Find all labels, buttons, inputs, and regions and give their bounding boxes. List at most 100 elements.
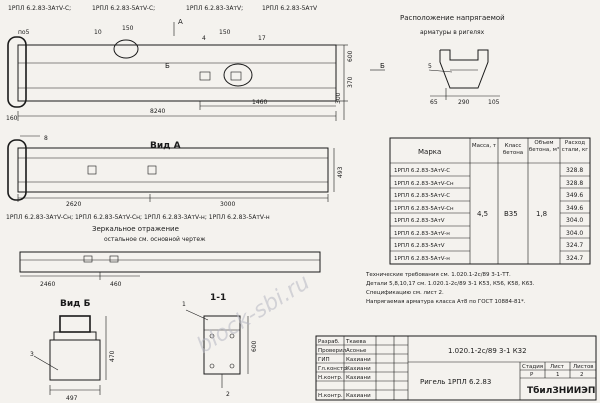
section-11-callout-2: 2 <box>226 391 230 398</box>
tb-org: ТбилЗНИИЭП <box>527 385 595 396</box>
row-mark-1: 1РПЛ 6.2.83-3AтV-С <box>394 168 450 174</box>
dim-300: 300 <box>335 92 342 104</box>
row-mark-7: 1РПЛ 6.2.83-5AтV <box>394 243 445 249</box>
note-4: Напрягаемая арматура класса Ат8 по ГОСТ … <box>366 299 526 305</box>
dim-8240: 8240 <box>150 108 165 115</box>
section-callout-5: 5 <box>428 63 432 70</box>
tb-role-5: Н.контр. <box>318 375 343 381</box>
end-block-left <box>7 36 27 108</box>
cell-mass: 4,5 <box>477 210 488 218</box>
section-drawing <box>428 49 500 100</box>
tb-name: Ригель 1РПЛ 6.2.83 <box>420 378 491 386</box>
view-b-title: Вид Б <box>60 299 91 309</box>
dim-65: 65 <box>430 99 438 106</box>
th-concrete-wrap: Класс бетона <box>502 143 524 156</box>
row-mark-5: 1РПЛ 6.2.83-3AтV <box>394 218 445 224</box>
row-mark-4: 1РПЛ 6.2.83-5AтV-Сн <box>394 206 454 212</box>
note-1: Технические требования см. 1.020.1-2с/89… <box>365 272 511 278</box>
view-b-drawing <box>33 315 107 395</box>
row-steel-2: 328.8 <box>566 180 583 187</box>
section-11-title: 1-1 <box>210 293 226 303</box>
note-2: Детали 5,8,10,17 см. 1.020.1-2с/89 3-1 К… <box>366 281 535 287</box>
mark-table <box>389 137 591 265</box>
row-steel-4: 349.6 <box>566 205 583 212</box>
view-a-drawing <box>7 135 335 202</box>
tb-role-4: Гл.констр. <box>318 366 349 372</box>
beam-outline <box>17 44 337 102</box>
dim-600-section: 600 <box>251 340 258 352</box>
view-a-labels: 1РПЛ 6.2.83-3AтV-Сн; 1РПЛ 6.2.83-5AтV-Сн… <box>6 214 270 221</box>
tb-name-5: Кахиани <box>346 375 371 381</box>
section-b-left: Б <box>165 62 170 70</box>
dim-150a: 150 <box>122 25 134 32</box>
tb-role-1: Разраб. <box>318 339 340 345</box>
dim-497: 497 <box>66 395 78 402</box>
th-concrete: Класс бетона <box>502 143 524 156</box>
dim-2620: 2620 <box>66 201 81 208</box>
row-steel-3: 349.6 <box>566 192 583 199</box>
top-view <box>7 22 385 121</box>
cell-concrete: В35 <box>504 210 518 218</box>
dim-2460: 2460 <box>40 281 55 288</box>
section-title-line1: Расположение напрягаемой <box>400 14 505 22</box>
top-mark-1: 1РПЛ 6.2.83-3AтV-С; <box>8 5 71 12</box>
cell-volume: 1,8 <box>536 210 547 218</box>
tb-sheets: 2 <box>580 372 584 378</box>
dim-460: 460 <box>110 281 122 288</box>
dim-493: 493 <box>337 166 344 178</box>
dim-105: 105 <box>488 99 500 106</box>
tb-sheet: 1 <box>556 372 560 378</box>
tb-role-7: Н.контр. <box>318 393 343 399</box>
top-mark-3: 1РПЛ 6.2.83-3AтV; <box>186 5 243 12</box>
dim-160: 160 <box>6 115 18 122</box>
callout-4: 4 <box>202 35 206 42</box>
view-a-callout-8: 8 <box>44 135 48 142</box>
dim-1460: 1460 <box>252 99 267 106</box>
row-steel-7: 324.7 <box>566 242 583 249</box>
tb-name-4: Кахиани <box>346 366 371 372</box>
section-11-drawing <box>185 309 249 388</box>
view-a-title: Вид А <box>150 141 181 151</box>
th-volume: Объем бетона, м³ <box>528 140 560 153</box>
row-steel-1: 328.8 <box>566 167 583 174</box>
row-mark-8: 1РПЛ 6.2.83-5AтV-н <box>394 256 450 262</box>
row-mark-3: 1РПЛ 6.2.83-5AтV-С <box>394 193 450 199</box>
callout-po5: по5 <box>18 29 30 36</box>
tb-name-3: Кахиани <box>346 357 371 363</box>
view-b-callout-3: 3 <box>30 351 34 358</box>
callout-10: 10 <box>94 29 102 36</box>
tb-stage: Р <box>530 372 534 378</box>
tb-sheets-header: Листов <box>573 364 594 370</box>
tb-role-3: ГИП <box>318 357 330 363</box>
tb-role-2: Проверил <box>318 348 347 354</box>
callout-17-circle <box>223 63 253 87</box>
title-block <box>315 335 597 401</box>
tb-name-7: Кахиани <box>346 393 371 399</box>
th-steel: Расход стали, кг <box>561 140 589 153</box>
mirror-title: Зеркальное отражение <box>92 225 179 233</box>
callout-10-circle <box>113 39 139 59</box>
mirror-subtitle: остальное см. основной чертеж <box>104 236 206 243</box>
row-steel-8: 324.7 <box>566 255 583 262</box>
tb-stage-header: Стадия <box>522 364 543 370</box>
note-3: Спецификацию см. лист 2. <box>366 290 444 296</box>
row-steel-6: 304.0 <box>566 230 583 237</box>
th-mass: Масса, т <box>471 143 497 149</box>
tb-code: 1.020.1-2с/89 3-1 К32 <box>448 347 527 355</box>
dim-600: 600 <box>347 50 354 62</box>
row-steel-5: 304.0 <box>566 217 583 224</box>
arrow-a-label: А <box>178 18 183 26</box>
dim-3000: 3000 <box>220 201 235 208</box>
tb-sheet-header: Лист <box>550 364 565 370</box>
top-mark-2: 1РПЛ 6.2.83-5AтV-С; <box>92 5 155 12</box>
row-mark-2: 1РПЛ 6.2.83-3AтV-Сн <box>394 181 454 187</box>
th-mass-wrap: Масса, т <box>471 143 497 149</box>
callout-17: 17 <box>258 35 266 42</box>
tb-name-1: Ткаева <box>345 339 366 345</box>
dim-290: 290 <box>458 99 470 106</box>
row-mark-6: 1РПЛ 6.2.83-3AтV-н <box>394 231 450 237</box>
dim-370: 370 <box>347 76 354 88</box>
th-steel-wrap: Расход стали, кг <box>561 140 589 153</box>
section-b-right: Б <box>380 62 385 70</box>
